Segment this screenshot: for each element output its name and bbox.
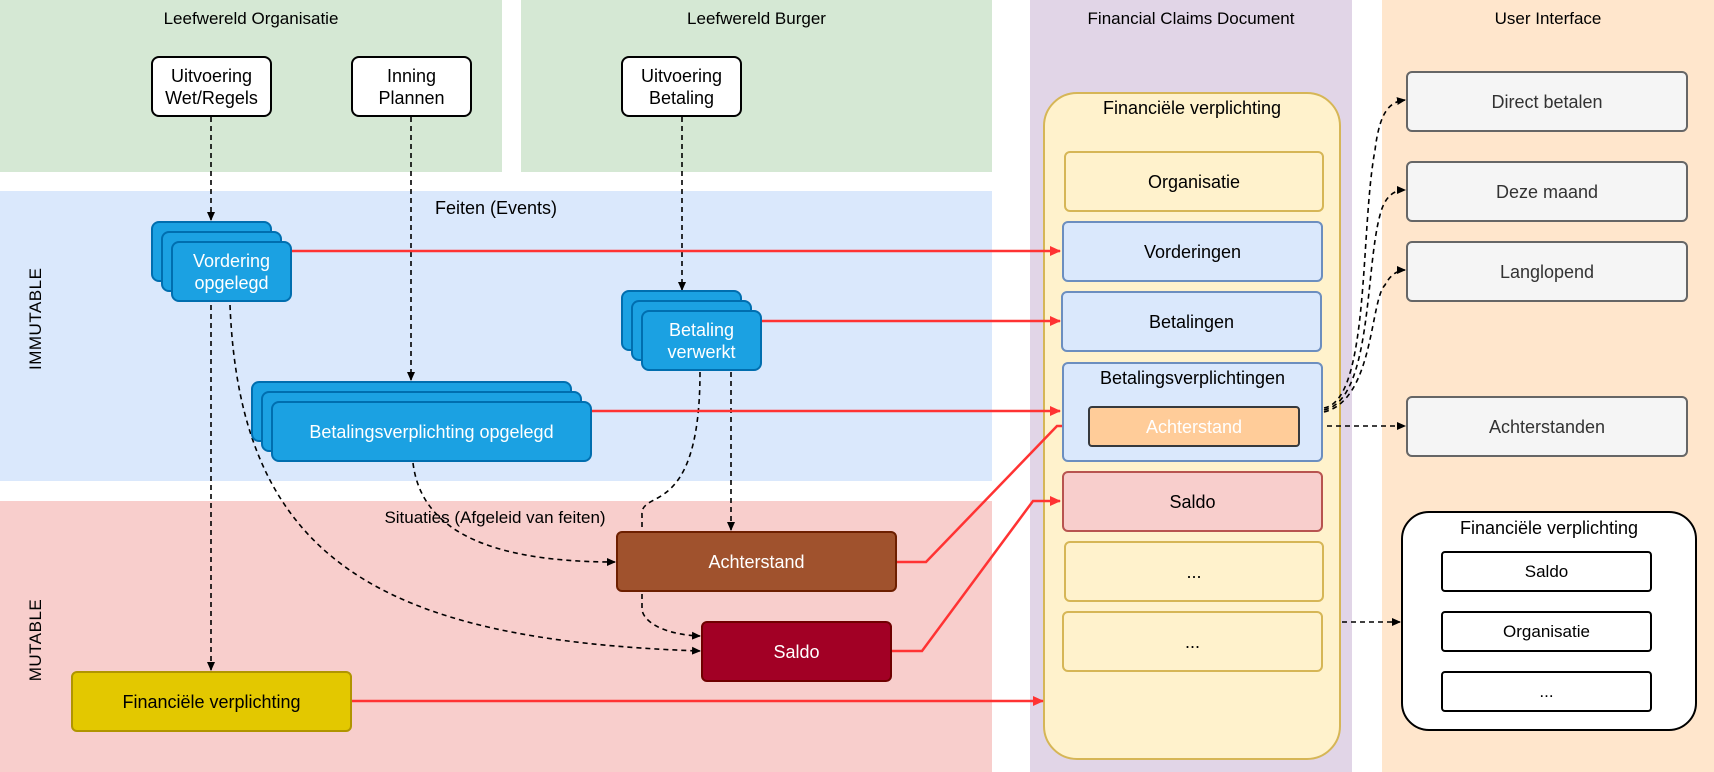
label-feiten: Feiten (Events) <box>434 198 558 218</box>
arrow-achterstand-to-langlopend <box>1323 266 1406 413</box>
fcd-more-1: ... <box>1064 541 1324 602</box>
arrow-betalingsverplichting-to-achterstand <box>412 462 616 566</box>
fcd-betalingsverplichtingen-label: Betalingsverplichtingen <box>1099 368 1286 388</box>
event-betalingsverplichting-opgelegd[interactable]: Betalingsverplichting opgelegd <box>271 401 592 462</box>
actor-uitvoering-betaling[interactable]: Uitvoering Betaling <box>621 56 742 117</box>
ui-card-more[interactable]: ... <box>1441 671 1652 712</box>
fcd-saldo[interactable]: Saldo <box>1062 471 1323 532</box>
fcd-more-2: ... <box>1062 611 1323 672</box>
region-title-organisatie: Leefwereld Organisatie <box>163 9 339 28</box>
ui-deze-maand-button[interactable]: Deze maand <box>1406 161 1688 222</box>
fcd-achterstand[interactable]: Achterstand <box>1088 406 1300 447</box>
arrow-vordering-to-saldo <box>229 304 701 655</box>
fcd-vorderingen[interactable]: Vorderingen <box>1062 221 1323 282</box>
region-leefwereld-burger <box>521 0 992 172</box>
situation-saldo[interactable]: Saldo <box>701 621 892 682</box>
situation-financiele-verplichting[interactable]: Financiële verplichting <box>71 671 352 732</box>
actor-uitvoering-wet-regels[interactable]: Uitvoering Wet/Regels <box>151 56 272 117</box>
region-title-burger: Leefwereld Burger <box>687 9 826 28</box>
ui-card-title: Financiële verplichting <box>1459 518 1639 538</box>
arrow-achterstand-to-fcd-achterstand <box>897 421 1088 564</box>
arrow-achterstand-to-direct <box>1323 97 1406 409</box>
fcd-title: Financiële verplichting <box>1102 98 1282 118</box>
actor-inning-plannen[interactable]: Inning Plannen <box>351 56 472 117</box>
event-betaling-verwerkt[interactable]: Betaling verwerkt <box>641 310 762 371</box>
fcd-organisatie[interactable]: Organisatie <box>1064 151 1324 212</box>
region-title-ui: User Interface <box>1494 9 1602 28</box>
fcd-betalingen[interactable]: Betalingen <box>1061 291 1322 352</box>
arrow-betaling-to-saldo <box>641 371 701 640</box>
situation-achterstand[interactable]: Achterstand <box>616 531 897 592</box>
ui-card-saldo[interactable]: Saldo <box>1441 551 1652 592</box>
ui-achterstanden-button[interactable]: Achterstanden <box>1406 396 1688 457</box>
ui-direct-betalen-button[interactable]: Direct betalen <box>1406 71 1688 132</box>
ui-card-organisatie[interactable]: Organisatie <box>1441 611 1652 652</box>
region-title-fcd: Financial Claims Document <box>1087 9 1295 28</box>
arrow-achterstand-to-deze-maand <box>1323 186 1406 411</box>
label-situaties: Situaties (Afgeleid van feiten) <box>384 508 606 527</box>
arrow-saldo-to-fcd-saldo <box>892 496 1061 653</box>
event-vordering-opgelegd[interactable]: Vordering opgelegd <box>171 241 292 302</box>
ui-langlopend-button[interactable]: Langlopend <box>1406 241 1688 302</box>
